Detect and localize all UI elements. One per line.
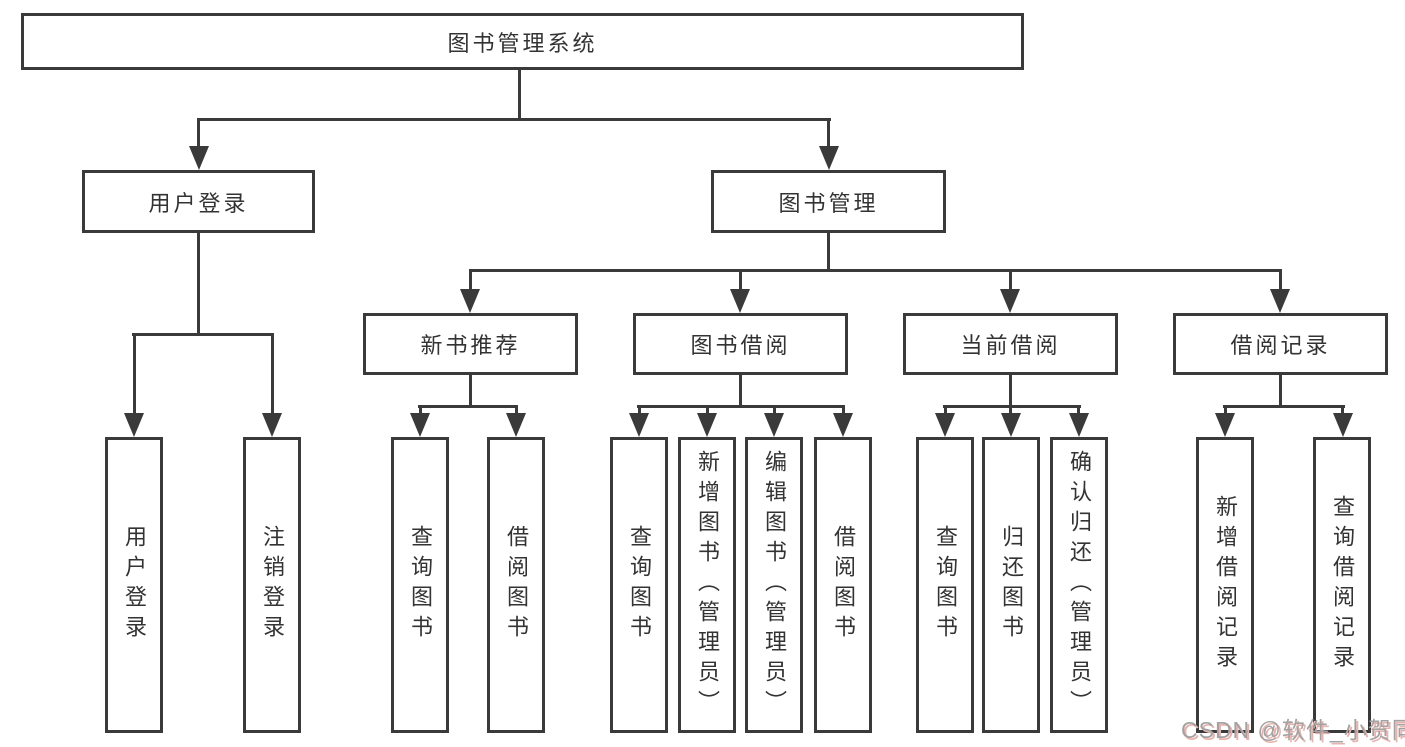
arrow-down-icon xyxy=(1001,413,1021,437)
leaf-borrow-books-1: 借阅图书 xyxy=(487,437,545,733)
leaf-edit-books-admin: 编辑图书（管理员） xyxy=(745,437,803,733)
node-book-management-label: 图书管理 xyxy=(778,190,879,216)
leaf-query-books-3: 查询图书 xyxy=(916,437,974,733)
node-book-borrowing-label: 图书借阅 xyxy=(690,333,791,358)
connector-current-stem xyxy=(1009,375,1012,407)
leaf-query-borrow-record-label: 查询借阅记录 xyxy=(1330,495,1355,675)
connector-arrow-stem xyxy=(1341,405,1344,415)
leaf-query-borrow-record: 查询借阅记录 xyxy=(1313,437,1371,733)
node-root: 图书管理系统 xyxy=(21,13,1024,70)
leaf-borrow-books-1-label: 借阅图书 xyxy=(504,525,529,645)
connector-arrow-stem xyxy=(515,405,518,415)
node-new-book-recommendation-label: 新书推荐 xyxy=(420,333,521,358)
node-book-borrowing: 图书借阅 xyxy=(633,313,848,375)
connector-recommend-stem xyxy=(469,375,472,407)
arrow-down-icon xyxy=(819,146,839,170)
connector-book-mgmt-branch xyxy=(469,269,1282,272)
node-borrowing-records-label: 借阅记录 xyxy=(1230,333,1331,358)
connector-arrow-stem xyxy=(1077,405,1080,415)
arrow-down-icon xyxy=(697,413,717,437)
node-user-login: 用户登录 xyxy=(82,170,315,233)
arrow-down-icon xyxy=(629,413,649,437)
leaf-query-books-2: 查询图书 xyxy=(610,437,668,733)
arrow-down-icon xyxy=(1333,413,1353,437)
node-new-book-recommendation: 新书推荐 xyxy=(363,313,578,375)
arrow-down-icon xyxy=(410,413,430,437)
arrow-down-icon xyxy=(935,413,955,437)
leaf-edit-books-admin-label: 编辑图书（管理员） xyxy=(762,450,787,720)
arrow-down-icon xyxy=(730,289,750,313)
leaf-return-books: 归还图书 xyxy=(982,437,1040,733)
connector-recommend-branch xyxy=(418,405,518,408)
leaf-confirm-return-admin-label: 确认归还（管理员） xyxy=(1067,450,1092,720)
arrow-down-icon xyxy=(1069,413,1089,437)
connector-arrow-stem xyxy=(1009,269,1012,291)
leaf-logout-label: 注销登录 xyxy=(260,525,285,645)
connector-book-mgmt-stem xyxy=(827,233,830,272)
node-borrowing-records: 借阅记录 xyxy=(1173,313,1388,375)
leaf-borrow-books-2-label: 借阅图书 xyxy=(831,525,856,645)
connector-arrow-stem xyxy=(1279,269,1282,291)
node-book-management: 图书管理 xyxy=(711,170,946,233)
connector-root-branch xyxy=(197,118,831,121)
leaf-user-login-label: 用户登录 xyxy=(122,525,147,645)
leaf-add-books-admin-label: 新增图书（管理员） xyxy=(695,450,720,720)
connector-arrow-stem xyxy=(1224,405,1227,415)
connector-arrow-stem xyxy=(197,118,200,150)
arrow-down-icon xyxy=(189,146,209,170)
connector-arrow-stem xyxy=(469,269,472,291)
connector-arrow-stem xyxy=(944,405,947,415)
arrow-down-icon xyxy=(124,413,144,437)
arrow-down-icon xyxy=(460,289,480,313)
connector-borrowing-branch xyxy=(637,405,845,408)
arrow-down-icon xyxy=(1215,413,1235,437)
arrow-down-icon xyxy=(1000,289,1020,313)
arrow-down-icon xyxy=(262,413,282,437)
connector-arrow-stem xyxy=(739,269,742,291)
arrow-down-icon xyxy=(1270,289,1290,313)
arrow-down-icon xyxy=(506,413,526,437)
leaf-add-borrow-record: 新增借阅记录 xyxy=(1196,437,1254,733)
connector-arrow-stem xyxy=(419,405,422,415)
connector-arrow-stem xyxy=(638,405,641,415)
leaf-query-books-1: 查询图书 xyxy=(391,437,449,733)
leaf-query-books-1-label: 查询图书 xyxy=(408,525,433,645)
leaf-logout: 注销登录 xyxy=(243,437,301,733)
leaf-add-books-admin: 新增图书（管理员） xyxy=(678,437,736,733)
connector-arrow-stem xyxy=(773,405,776,415)
leaf-query-books-2-label: 查询图书 xyxy=(627,525,652,645)
leaf-borrow-books-2: 借阅图书 xyxy=(814,437,872,733)
connector-arrow-stem xyxy=(271,333,274,415)
connector-records-branch xyxy=(1223,405,1345,408)
arrow-down-icon xyxy=(833,413,853,437)
leaf-confirm-return-admin: 确认归还（管理员） xyxy=(1050,437,1108,733)
connector-arrow-stem xyxy=(1009,405,1012,415)
connector-arrow-stem xyxy=(133,333,136,415)
connector-arrow-stem xyxy=(842,405,845,415)
connector-arrow-stem xyxy=(827,118,830,150)
node-current-borrowing: 当前借阅 xyxy=(903,313,1118,375)
leaf-query-books-3-label: 查询图书 xyxy=(933,525,958,645)
node-user-login-label: 用户登录 xyxy=(148,190,249,216)
connector-current-branch xyxy=(943,405,1081,408)
leaf-user-login: 用户登录 xyxy=(105,437,163,733)
connector-root-stem xyxy=(518,70,521,120)
connector-user-login-stem xyxy=(197,233,200,335)
connector-arrow-stem xyxy=(706,405,709,415)
leaf-add-borrow-record-label: 新增借阅记录 xyxy=(1213,495,1238,675)
arrow-down-icon xyxy=(764,413,784,437)
connector-borrowing-stem xyxy=(739,375,742,407)
leaf-return-books-label: 归还图书 xyxy=(999,525,1024,645)
node-current-borrowing-label: 当前借阅 xyxy=(960,333,1061,358)
csdn-watermark: CSDN @软件_小贺同学 xyxy=(1181,717,1405,743)
connector-user-login-branch xyxy=(132,333,274,336)
connector-records-stem xyxy=(1279,375,1282,407)
node-root-label: 图书管理系统 xyxy=(447,30,598,56)
